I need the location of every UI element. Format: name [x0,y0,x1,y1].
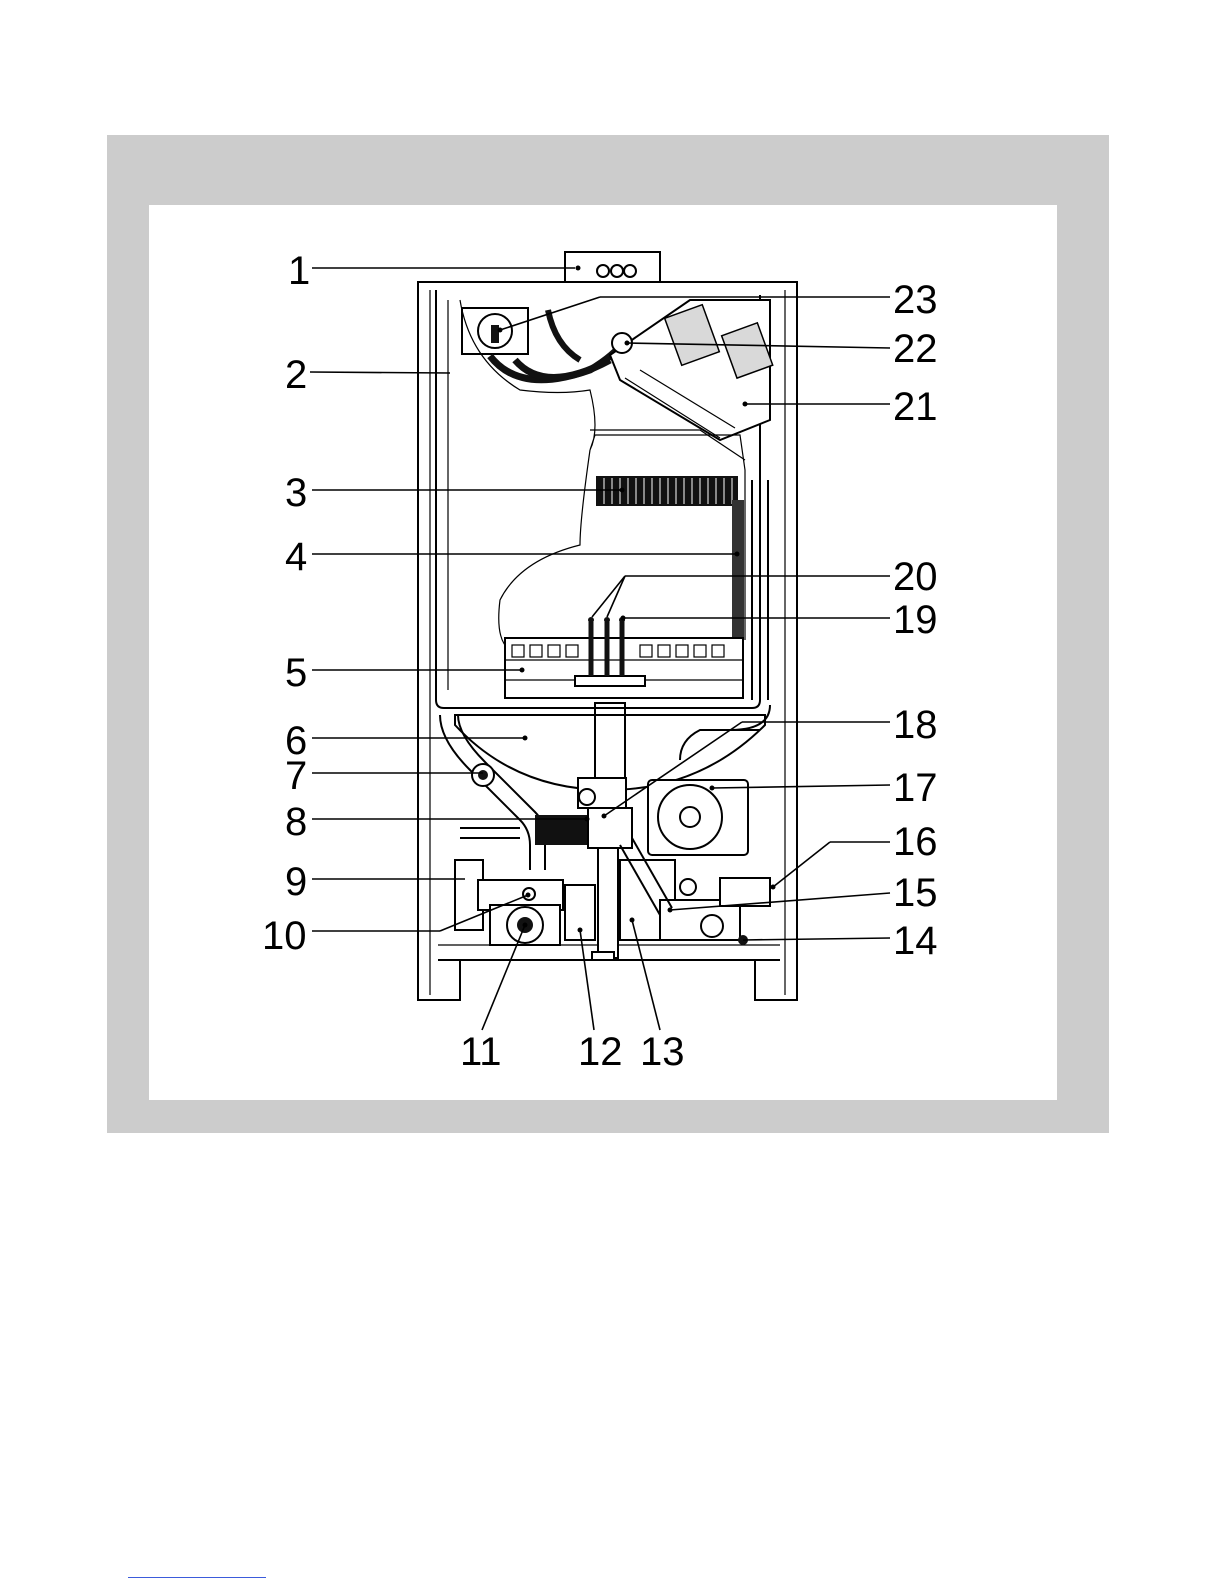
callout-22: 22 [893,327,938,371]
callout-4: 4 [285,535,307,579]
callout-18: 18 [893,703,938,747]
callout-11: 11 [460,1030,502,1074]
heat-exchanger [596,476,738,506]
callout-5: 5 [285,651,307,695]
air-pressure-switch [462,308,528,354]
callout-12: 12 [578,1030,623,1074]
callout-17: 17 [893,766,938,810]
callout-13: 13 [640,1030,685,1074]
callout-21: 21 [893,385,938,429]
callout-20: 20 [893,555,938,599]
callout-19: 19 [893,598,938,642]
insulation-panel [732,500,744,645]
callout-8: 8 [285,800,307,844]
callout-3: 3 [285,471,307,515]
fan-assembly [610,300,773,440]
callout-2: 2 [285,353,307,397]
callout-23: 23 [893,278,938,322]
callout-15: 15 [893,871,938,915]
callout-9: 9 [285,860,307,904]
bottom-underline [128,1577,266,1578]
callout-7: 7 [285,754,307,798]
callout-14: 14 [893,919,938,963]
callout-1: 1 [288,249,310,293]
callout-16: 16 [893,820,938,864]
callout-10: 10 [262,914,307,958]
